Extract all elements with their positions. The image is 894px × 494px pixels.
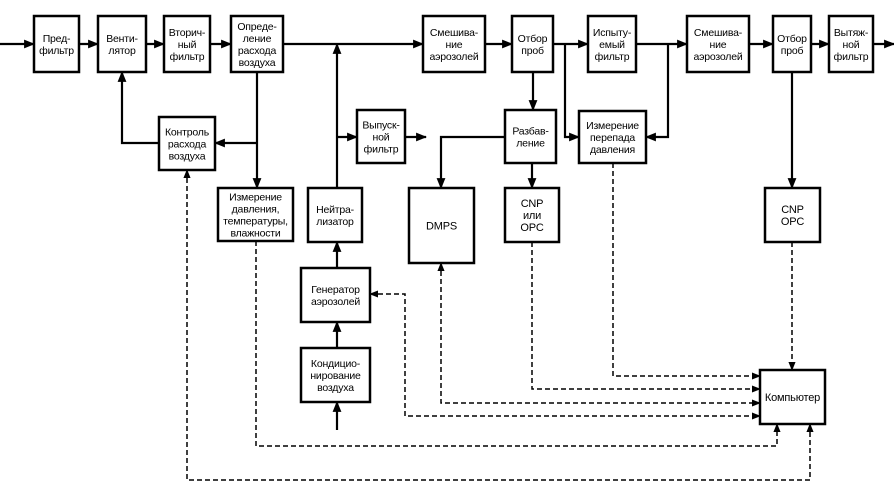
block-dilution: Разбав-ление [503, 108, 558, 165]
block-fan: Венти-лятор [96, 14, 148, 74]
svg-text:DMPS: DMPS [426, 220, 457, 232]
signal-generator-computer [369, 290, 761, 420]
svg-text:Нейтра-лизатор: Нейтра-лизатор [316, 204, 355, 228]
svg-text:Разбав-ление: Разбав-ление [512, 125, 549, 149]
flow-dilution-to-dmps [436, 135, 505, 190]
signal-pressure-drop-to-computer [612, 163, 761, 380]
signal-computer-to-airflow-control [183, 169, 814, 481]
block-neutralizer: Нейтра-лизатор [306, 186, 364, 244]
block-computer: Компьютер [758, 368, 827, 426]
block-dmps: DMPS [407, 186, 476, 265]
svg-text:Венти-лятор: Венти-лятор [106, 33, 138, 57]
svg-text:Пред-фильтр: Пред-фильтр [39, 33, 74, 57]
flow-upstream-to-pressure-drop [563, 44, 581, 142]
svg-text:Компьютер: Компьютер [765, 392, 820, 404]
signal-pth-to-computer [255, 241, 781, 447]
block-prefilter: Пред-фильтр [32, 14, 81, 74]
signal-cnp-or-opc-to-computer [531, 242, 761, 393]
flow-control-to-fan [117, 70, 159, 145]
signal-dmps-computer [437, 262, 761, 407]
flow-downstream-to-pressure-drop [644, 44, 670, 142]
signal-lines [183, 163, 814, 481]
